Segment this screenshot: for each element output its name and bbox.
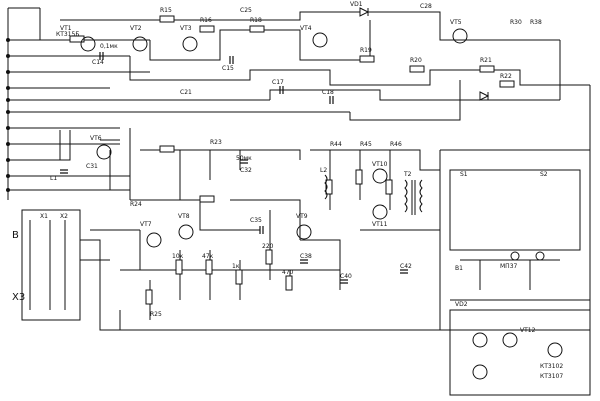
label-vt10: VT10 <box>372 161 388 168</box>
label-vt2: VT2 <box>130 25 142 32</box>
resistors <box>69 15 515 305</box>
label-mp37: МП37 <box>500 263 518 270</box>
output-transformer <box>324 174 423 215</box>
label-vt11: VT11 <box>372 221 388 228</box>
label-vt1: VT1 <box>60 25 72 32</box>
label-r45: R45 <box>360 141 372 148</box>
label-vt8: VT8 <box>178 213 190 220</box>
component-labels: VT1 КТ315Б VT2 VT3 VT4 VT5 VD1 C28 R15 R… <box>40 1 563 380</box>
label-b1: B1 <box>455 265 463 272</box>
label-kt3102: КТ3102 <box>540 363 563 370</box>
label-r24: R24 <box>130 201 142 208</box>
wires <box>7 7 591 396</box>
label-l1: L1 <box>50 175 57 182</box>
label-r25: R25 <box>150 311 162 318</box>
capacitors <box>60 52 408 284</box>
label-val-50mk: 50мк <box>236 155 252 162</box>
label-val-01mk: 0,1мк <box>100 43 118 50</box>
label-c40: C40 <box>340 273 352 280</box>
label-r16: R16 <box>200 17 212 24</box>
label-r38: R38 <box>530 19 542 26</box>
label-val-47k: 47к <box>202 253 214 260</box>
label-r15: R15 <box>160 7 172 14</box>
label-t2: T2 <box>403 171 412 178</box>
label-x3: X3 <box>12 292 25 303</box>
label-vt5: VT5 <box>450 19 462 26</box>
label-vd2: VD2 <box>455 301 468 308</box>
label-vt12: VT12 <box>520 327 536 334</box>
label-val-220: 220 <box>262 243 274 250</box>
label-c18: C18 <box>322 89 334 96</box>
label-c38: C38 <box>300 253 312 260</box>
label-c32: C32 <box>240 167 252 174</box>
diodes <box>359 7 545 261</box>
label-vt9: VT9 <box>296 213 308 220</box>
label-l2: L2 <box>320 167 327 174</box>
label-c15: C15 <box>222 65 234 72</box>
label-r22: R22 <box>500 73 512 80</box>
label-c28: C28 <box>420 3 432 10</box>
label-vt6: VT6 <box>90 135 102 142</box>
label-val-10k: 10к <box>172 253 184 260</box>
label-val-1k: 1к <box>232 263 240 270</box>
label-r30: R30 <box>510 19 522 26</box>
left-terminal-strip <box>6 38 10 192</box>
label-r46: R46 <box>390 141 402 148</box>
label-r23: R23 <box>210 139 222 146</box>
label-s1: S1 <box>460 171 468 178</box>
label-x1: X1 <box>40 213 48 220</box>
label-kt315b: КТ315Б <box>56 31 80 38</box>
label-c35: C35 <box>250 217 262 224</box>
label-vt4: VT4 <box>300 25 312 32</box>
label-r44: R44 <box>330 141 342 148</box>
label-vt3: VT3 <box>180 25 192 32</box>
label-c25: C25 <box>240 7 252 14</box>
label-r21: R21 <box>480 57 492 64</box>
label-kt3107: КТ3107 <box>540 373 563 380</box>
label-r19: R19 <box>360 47 372 54</box>
label-vd1: VD1 <box>350 1 363 8</box>
label-b: B <box>12 230 19 241</box>
label-c17: C17 <box>272 79 284 86</box>
label-c31: C31 <box>86 163 98 170</box>
label-val-470: 470 <box>282 269 294 276</box>
label-c14: C14 <box>92 59 104 66</box>
label-x2: X2 <box>60 213 68 220</box>
label-r18: R18 <box>250 17 262 24</box>
label-vt7: VT7 <box>140 221 152 228</box>
label-c21: C21 <box>180 89 192 96</box>
label-c42: C42 <box>400 263 412 270</box>
transistors <box>80 28 563 380</box>
label-s2: S2 <box>540 171 548 178</box>
label-r20: R20 <box>410 57 422 64</box>
